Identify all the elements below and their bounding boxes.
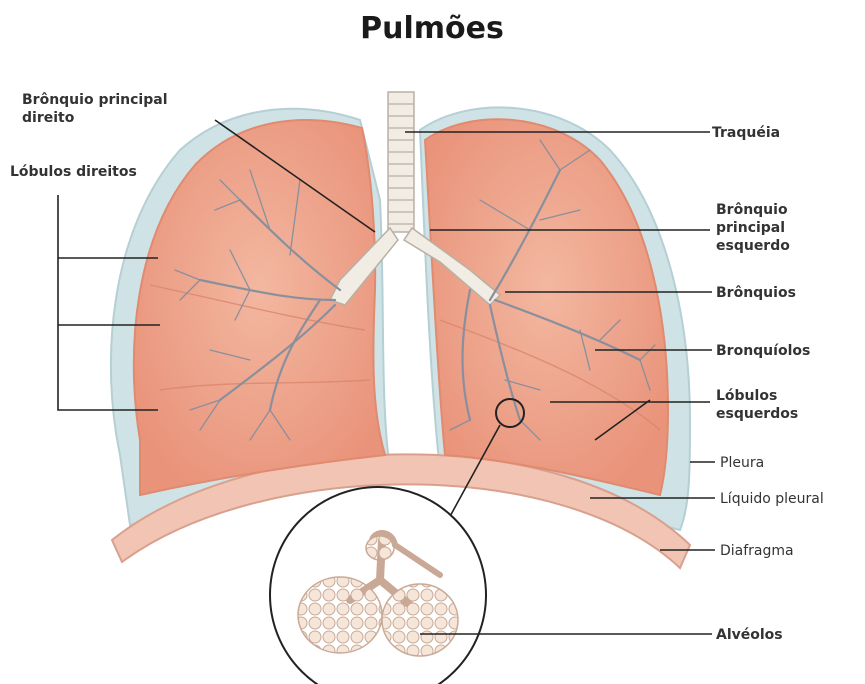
label-liquido-pleural: Líquido pleural — [720, 491, 824, 507]
label-lobulos-esquerdos: Lóbulos esquerdos — [716, 388, 798, 422]
label-bronquios: Brônquios — [716, 285, 796, 301]
alveoli-zoom — [270, 487, 486, 684]
label-bronquio-principal-esquerdo: Brônquio principal esquerdo — [716, 202, 792, 254]
label-bronquio-principal-direito: Brônquio principal direito — [22, 92, 172, 126]
label-diafragma: Diafragma — [720, 543, 794, 559]
label-lobulos-direitos: Lóbulos direitos — [10, 164, 137, 180]
label-bronquiolos: Bronquíolos — [716, 343, 810, 359]
label-traqueia: Traquéia — [712, 125, 780, 141]
label-alveolos: Alvéolos — [716, 627, 783, 643]
diagram-title: Pulmões — [360, 11, 504, 46]
left-lung — [425, 119, 668, 495]
label-pleura: Pleura — [720, 455, 764, 471]
